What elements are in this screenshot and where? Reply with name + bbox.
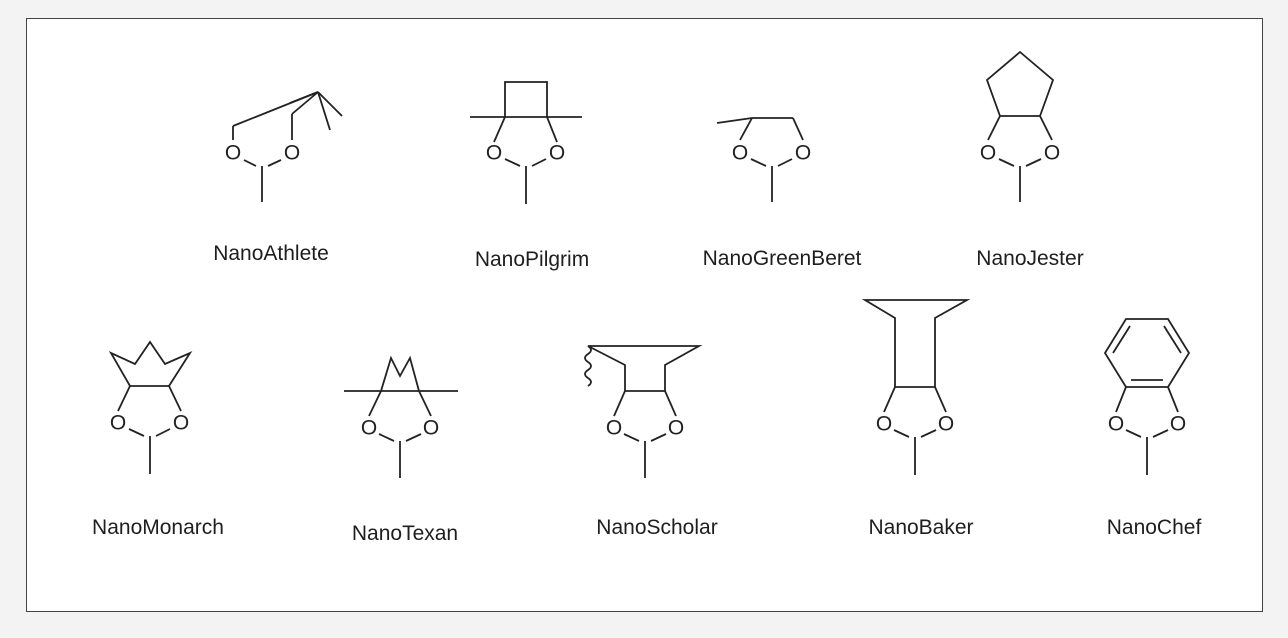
label-nanobaker: NanoBaker — [868, 516, 974, 539]
oxygen-atom: O — [1108, 413, 1124, 436]
label-nanogreenberet: NanoGreenBeret — [702, 247, 862, 270]
oxygen-atom: O — [668, 417, 684, 440]
structure-nanobaker: O O — [861, 299, 971, 475]
structure-nanomonarch: O O — [108, 340, 193, 474]
structure-nanochef: O O — [1103, 318, 1191, 475]
oxygen-atom: O — [549, 142, 565, 165]
structure-nanogreenberet: O O — [716, 117, 811, 202]
oxygen-atom: O — [173, 412, 189, 435]
structure-nanojester: O O — [980, 50, 1060, 202]
oxygen-atom: O — [361, 417, 377, 440]
label-nanotexan: NanoTexan — [351, 522, 459, 545]
label-nanojester: NanoJester — [976, 247, 1084, 270]
oxygen-atom: O — [795, 142, 811, 165]
structure-nanoathlete: O O — [225, 91, 343, 202]
oxygen-atom: O — [606, 417, 622, 440]
label-nanoathlete: NanoAthlete — [213, 242, 329, 265]
oxygen-atom: O — [938, 413, 954, 436]
figure-frame — [26, 18, 1263, 612]
oxygen-atom: O — [423, 417, 439, 440]
oxygen-atom: O — [876, 413, 892, 436]
oxygen-atom: O — [732, 142, 748, 165]
oxygen-atom: O — [486, 142, 502, 165]
oxygen-atom: O — [1170, 413, 1186, 436]
structure-nanotexan: O O — [344, 355, 458, 478]
label-nanomonarch: NanoMonarch — [92, 516, 224, 539]
label-nanoscholar: NanoScholar — [596, 516, 718, 539]
oxygen-atom: O — [1044, 142, 1060, 165]
oxygen-atom: O — [110, 412, 126, 435]
oxygen-atom: O — [284, 142, 300, 165]
label-nanochef: NanoChef — [1106, 516, 1202, 539]
label-nanopilgrim: NanoPilgrim — [474, 248, 590, 271]
structure-nanoscholar: O O — [584, 345, 703, 478]
oxygen-atom: O — [980, 142, 996, 165]
oxygen-atom: O — [225, 142, 241, 165]
structure-nanopilgrim: O O — [470, 81, 582, 204]
